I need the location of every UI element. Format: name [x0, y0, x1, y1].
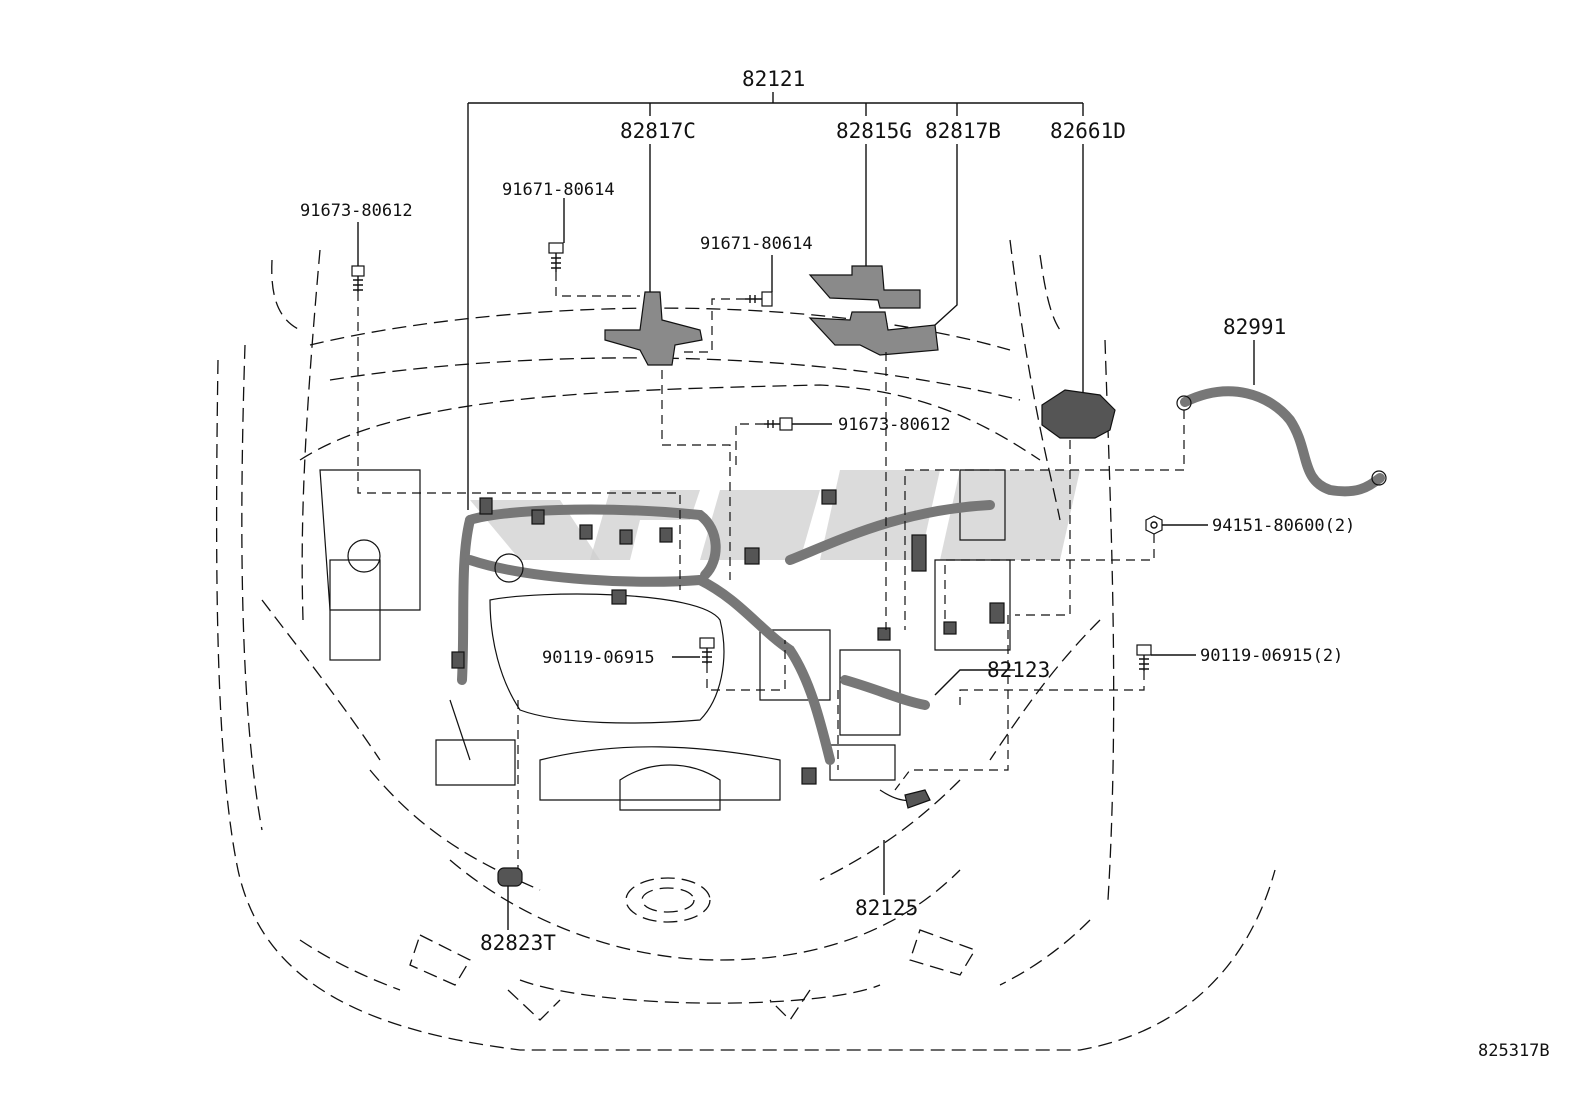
vehicle-outline — [215, 239, 1276, 1051]
protector-82815g-shape — [808, 265, 921, 309]
dashed-leaders — [357, 272, 1185, 868]
engine-bay — [319, 469, 1011, 811]
bracket-82817c-shape — [604, 291, 703, 366]
label-91671-80614-a: 91671-80614 — [502, 180, 615, 200]
watermark — [470, 470, 1080, 560]
label-82817b: 82817B — [925, 119, 1001, 143]
label-82991: 82991 — [1223, 315, 1286, 339]
part-labels: 82121 82817C 82815G 82817B 82661D 91673-… — [300, 67, 1550, 1061]
bolt-icon-a — [548, 242, 564, 272]
nut-icon — [1145, 515, 1163, 535]
label-82815g: 82815G — [836, 119, 912, 143]
fasteners — [351, 242, 1163, 671]
label-91673-80612-left: 91673-80612 — [300, 201, 413, 221]
label-82123: 82123 — [987, 658, 1050, 682]
label-82817c: 82817C — [620, 119, 696, 143]
label-82661d: 82661D — [1050, 119, 1126, 143]
component-parts — [604, 265, 1116, 439]
label-91671-80614-b: 91671-80614 — [700, 234, 813, 254]
drawing-number: 825317B — [1478, 1041, 1550, 1061]
label-90119-06915-right: 90119-06915(2) — [1200, 646, 1343, 666]
clip-icon-mid — [764, 417, 793, 431]
bracket-82817b-shape — [808, 311, 939, 356]
label-90119-06915-center: 90119-06915 — [542, 648, 655, 668]
wire-harness — [451, 386, 1387, 887]
label-91673-80612-mid: 91673-80612 — [838, 415, 951, 435]
clip-icon-left — [351, 265, 365, 292]
label-82125: 82125 — [855, 896, 918, 920]
bolt-icon-center — [699, 637, 715, 664]
bolt-icon-b — [745, 291, 773, 307]
label-82823t: 82823T — [480, 931, 556, 955]
block-82661d-shape — [1041, 389, 1116, 439]
leader-lines — [357, 92, 1255, 930]
label-82121: 82121 — [742, 67, 805, 91]
label-94151-80600: 94151-80600(2) — [1212, 516, 1355, 536]
bolt-icon-right — [1136, 644, 1152, 671]
